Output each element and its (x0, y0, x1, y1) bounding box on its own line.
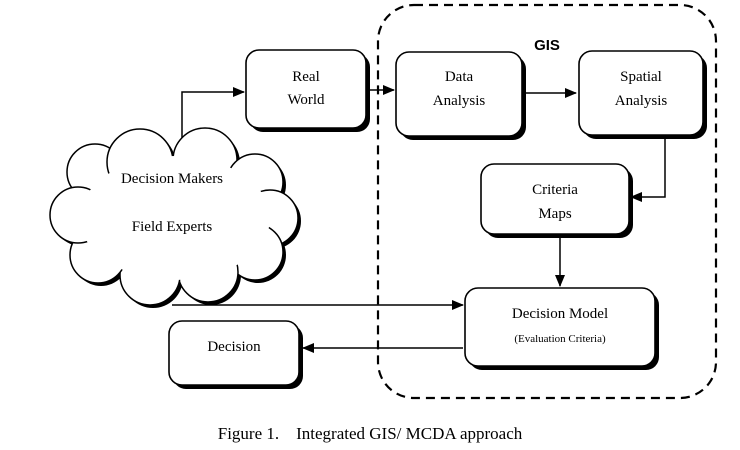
criteria-maps-box: Criteria Maps (480, 163, 633, 238)
decision-model-title: Decision Model (512, 306, 608, 322)
decision-model-subtitle: (Evaluation Criteria) (514, 333, 606, 345)
criteria-maps-line-1: Criteria (532, 182, 578, 198)
gis-mcda-diagram: GIS (49, 3, 718, 400)
data-analysis-box: Data Analysis (395, 51, 526, 140)
decision-label: Decision (207, 339, 261, 355)
edge-spatial-analysis-to-criteria-maps (630, 137, 666, 202)
criteria-maps-line-2: Maps (538, 206, 571, 222)
stakeholders-line-2: Field Experts (132, 219, 213, 235)
real-world-box: Real World (245, 49, 370, 132)
spatial-analysis-box: Spatial Analysis (578, 50, 707, 139)
stakeholders-line-1: Decision Makers (121, 171, 223, 187)
figure-caption: Figure 1. Integrated GIS/ MCDA approach (217, 424, 523, 443)
decision-box: Decision (168, 320, 303, 389)
real-world-line-2: World (287, 92, 325, 108)
edge-stakeholders-to-real-world (181, 87, 245, 148)
decision-model-box: Decision Model (Evaluation Criteria) (464, 287, 659, 370)
real-world-line-1: Real (292, 69, 320, 85)
gis-group-label: GIS (534, 37, 560, 54)
gis-group-boundary (376, 3, 718, 400)
spatial-analysis-line-2: Analysis (615, 93, 668, 109)
data-analysis-line-2: Analysis (433, 93, 486, 109)
spatial-analysis-line-1: Spatial (620, 69, 662, 85)
stakeholders-cloud: Decision Makers Field Experts (49, 127, 301, 308)
data-analysis-line-1: Data (445, 69, 474, 85)
